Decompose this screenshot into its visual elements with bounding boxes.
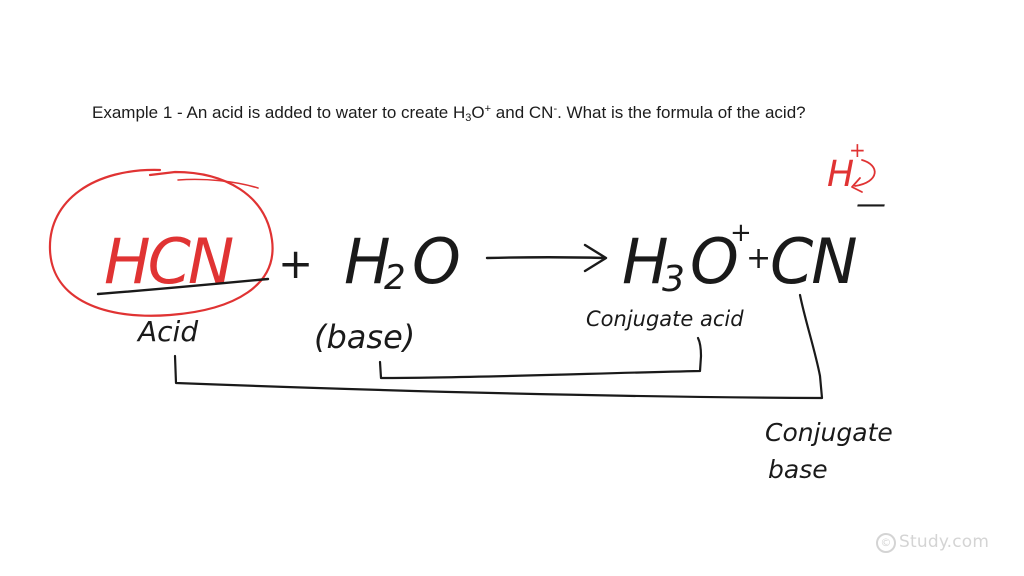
hydronium-o: O [690, 225, 739, 298]
hcn-underline [96, 277, 270, 296]
cyanide-formula: CN [770, 225, 856, 298]
question-superscript-minus: - [553, 103, 558, 115]
reaction-arrow [485, 243, 608, 273]
hcn-formula: HCN [104, 225, 233, 298]
copyright-icon: © [876, 533, 896, 553]
acid-base-pair-bracket [173, 293, 824, 400]
water-subscript-2: 2 [384, 258, 406, 298]
question-tail: . What is the formula of the acid? [557, 103, 806, 122]
question-oxygen: O [471, 103, 485, 122]
hydronium-h: H [622, 225, 669, 298]
acid-label: Acid [136, 315, 198, 348]
question-subscript-3: 3 [465, 112, 472, 124]
red-stray-stroke [177, 178, 259, 189]
water-h: H [344, 225, 391, 298]
watermark-text: Study.com [899, 532, 990, 552]
plus-sign-1: + [278, 239, 313, 288]
conjugate-base-label-line1: Conjugate [765, 418, 893, 447]
hydronium-subscript-3: 3 [662, 259, 685, 300]
proton-charge: + [849, 138, 866, 162]
conjugate-base-label-line2: base [768, 455, 828, 484]
question-text: Example 1 - An acid is added to water to… [92, 101, 912, 124]
proton-transfer-arrow [851, 159, 876, 193]
base-label: (base) [314, 318, 415, 356]
proton-h: H [827, 154, 854, 195]
water-o: O [412, 225, 461, 298]
cyanide-charge: — [856, 187, 886, 222]
plus-sign-2: + [746, 241, 771, 276]
question-superscript-plus: + [484, 103, 492, 115]
hydronium-charge: + [730, 218, 752, 248]
conjugate-acid-label: Conjugate acid [586, 307, 744, 331]
study-com-watermark: ©Study.com [876, 532, 989, 553]
base-acid-pair-bracket [378, 336, 703, 380]
question-and-cn: and CN [491, 103, 554, 122]
red-circle-annotation [48, 168, 274, 317]
question-intro: Example 1 - An acid is added to water to… [92, 103, 466, 122]
